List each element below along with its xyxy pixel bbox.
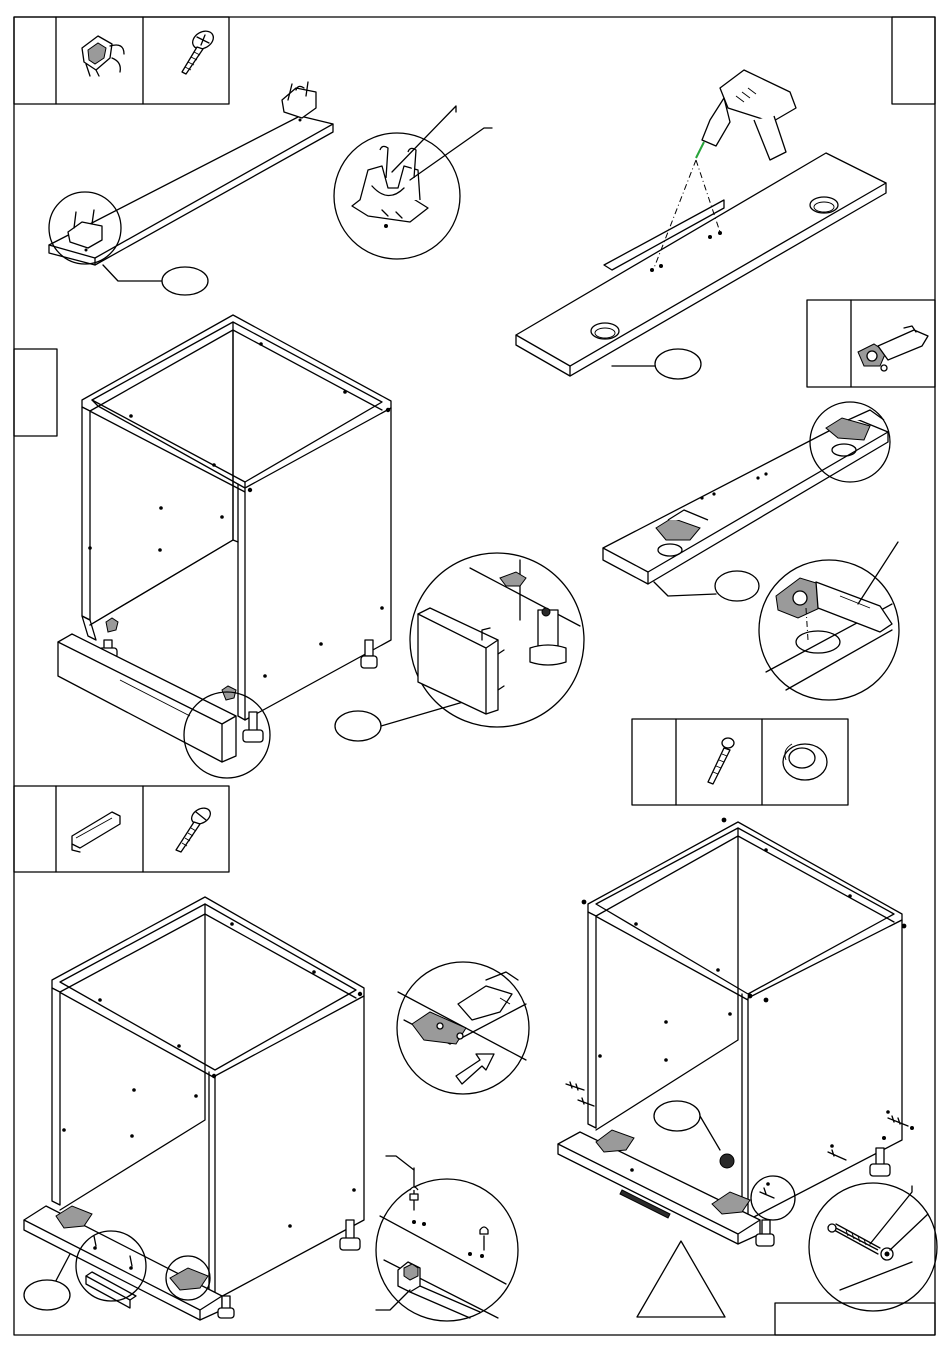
step-4-door-with-hinges <box>603 402 890 601</box>
arrow-icon <box>456 1054 494 1084</box>
zoom-detail-hinge <box>759 542 899 700</box>
step-6-cabinet-door-knob <box>558 818 914 1246</box>
parts-box-top-left <box>14 17 229 104</box>
zoom-detail-handle-screws <box>376 1156 518 1321</box>
callout-3 <box>335 711 381 741</box>
knob-icon <box>783 744 827 780</box>
callout-6 <box>654 1101 700 1131</box>
zoom-detail-hinge-slide <box>397 962 529 1094</box>
step-3-cabinet-carcass <box>58 315 470 778</box>
parts-box-screw-knob <box>632 719 848 805</box>
zoom-detail-clip <box>334 106 492 259</box>
shelf-support-clip-icon <box>82 36 124 76</box>
parts-box-handle <box>14 786 229 872</box>
bar-handle-icon <box>72 812 120 852</box>
callout-1 <box>162 267 208 295</box>
step-2-drill-top-panel <box>516 70 886 379</box>
page-number-tab <box>892 17 935 104</box>
callout-4 <box>715 571 759 601</box>
wood-screw-icon <box>182 28 217 74</box>
bolt-icon <box>708 738 734 784</box>
power-drill-icon <box>696 70 796 160</box>
step-1-panel-with-clips <box>49 82 333 295</box>
zoom-detail-knob-bolt <box>809 1183 937 1311</box>
zoom-detail-plinth <box>410 553 584 727</box>
callout-2 <box>655 349 701 379</box>
step-5-cabinet-handle-fitting <box>24 897 364 1320</box>
callout-5 <box>24 1280 70 1310</box>
hinge-icon <box>858 326 928 371</box>
knob-position <box>720 1154 734 1168</box>
parts-box-hinge <box>807 300 935 387</box>
side-tab <box>14 349 57 436</box>
warning-triangle-icon <box>637 1241 725 1317</box>
machine-screw-icon <box>176 805 213 852</box>
